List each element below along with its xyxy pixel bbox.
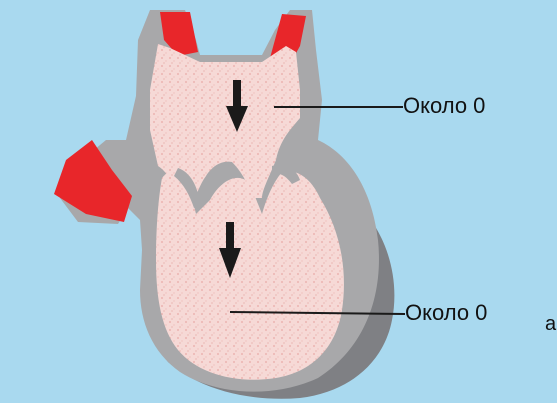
atrium-pressure-label: Около 0 bbox=[403, 95, 485, 117]
ventricle-pressure-label: Около 0 bbox=[405, 302, 487, 324]
cut-edge-text: а bbox=[545, 314, 556, 334]
ventricle-chamber bbox=[156, 170, 344, 380]
